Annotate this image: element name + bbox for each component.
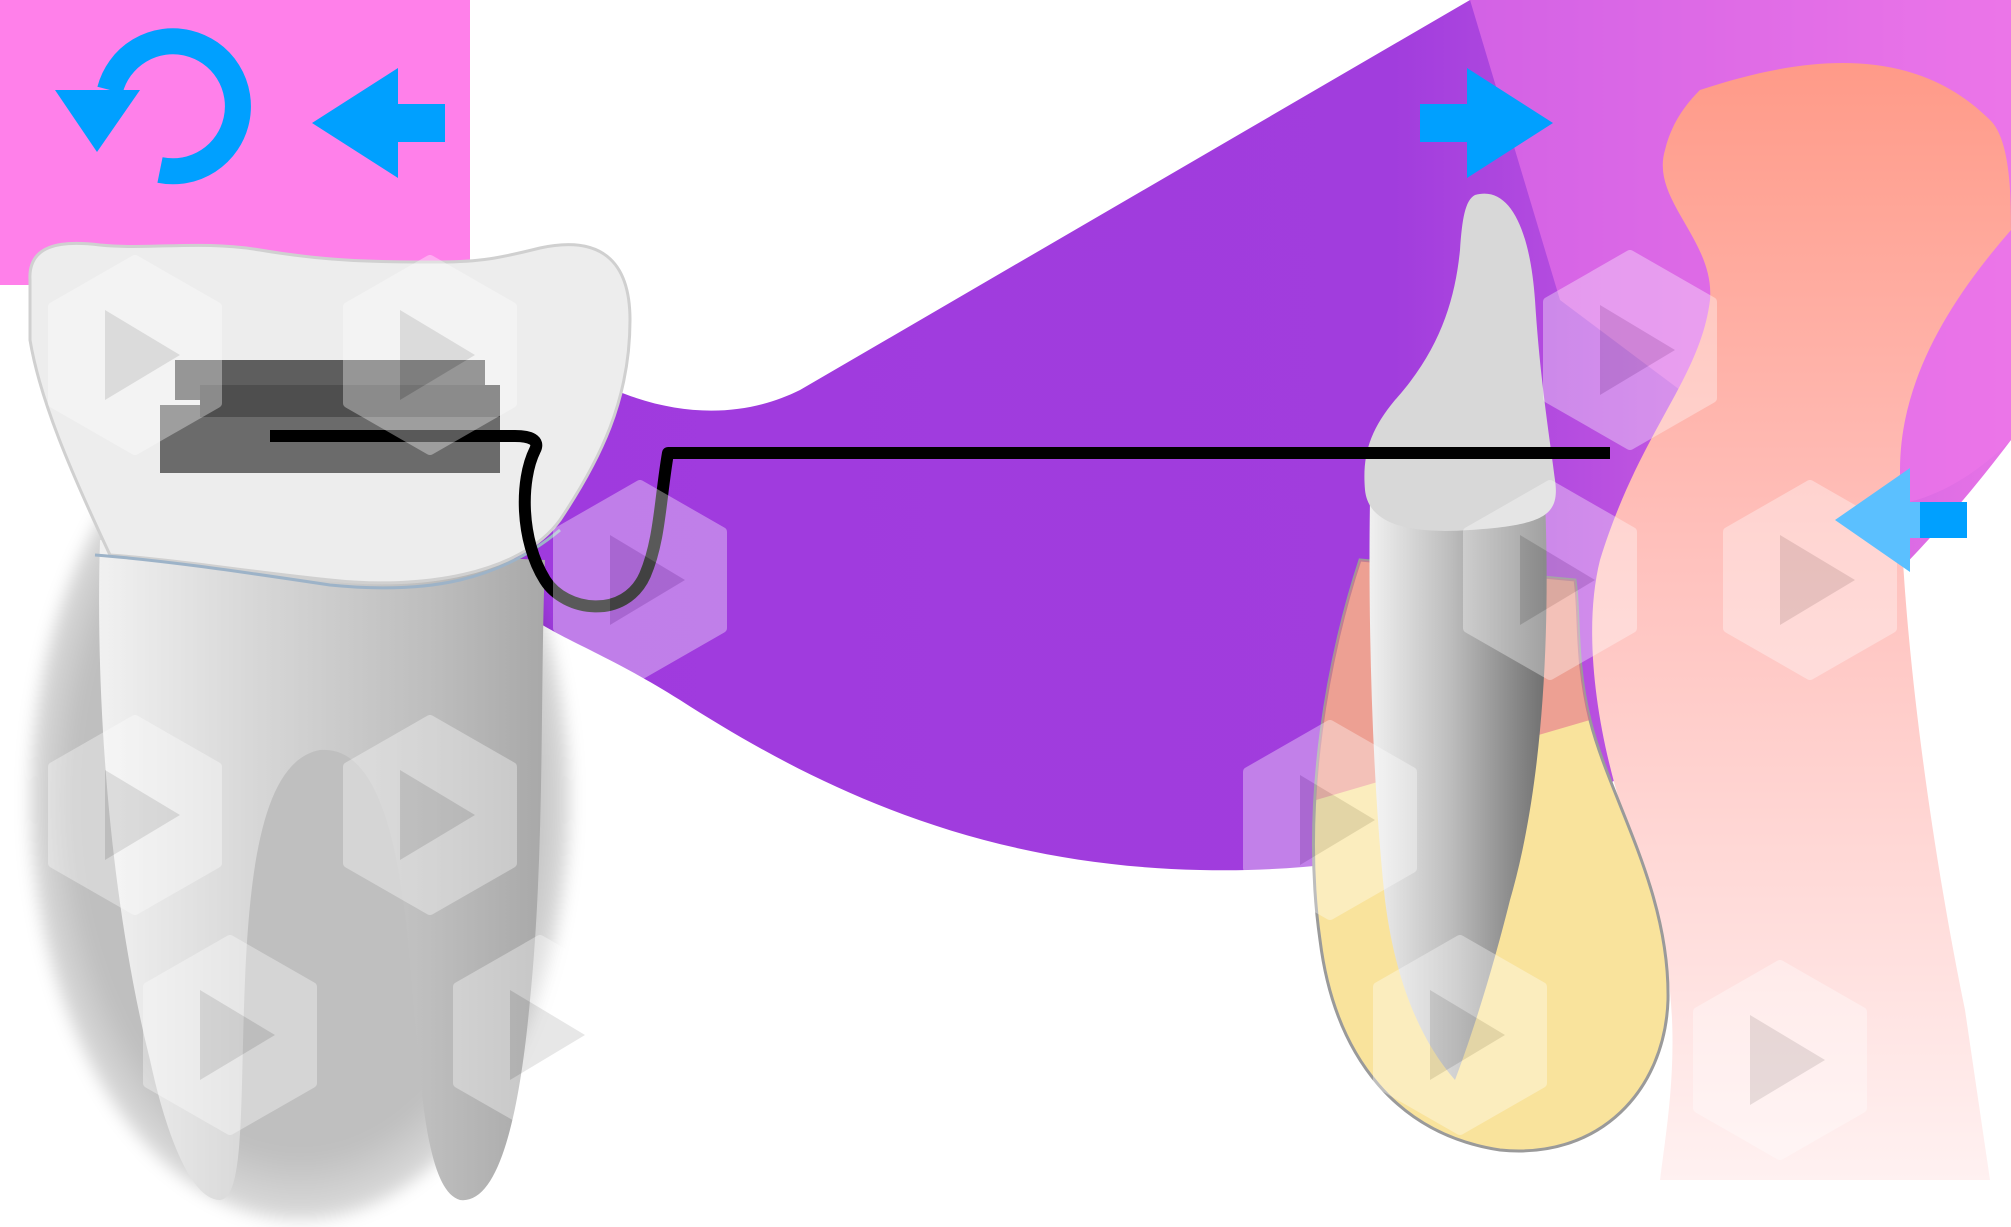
play-hexagon-icon (1548, 255, 1712, 445)
arrow-left-icon-tail (1920, 502, 1967, 538)
play-hexagon-icon (148, 940, 312, 1130)
play-hexagon-icon (1248, 725, 1412, 915)
play-hexagon-icon (458, 940, 622, 1130)
play-hexagon-icon (53, 720, 217, 910)
play-hexagon-icon (53, 260, 217, 450)
play-hexagon-icon (1468, 485, 1632, 675)
play-hexagon-icon (348, 260, 512, 450)
play-hexagon-icon (348, 720, 512, 910)
play-hexagon-icon (1698, 965, 1862, 1155)
play-hexagon-icon (558, 485, 722, 675)
play-hexagon-icon (1378, 940, 1542, 1130)
